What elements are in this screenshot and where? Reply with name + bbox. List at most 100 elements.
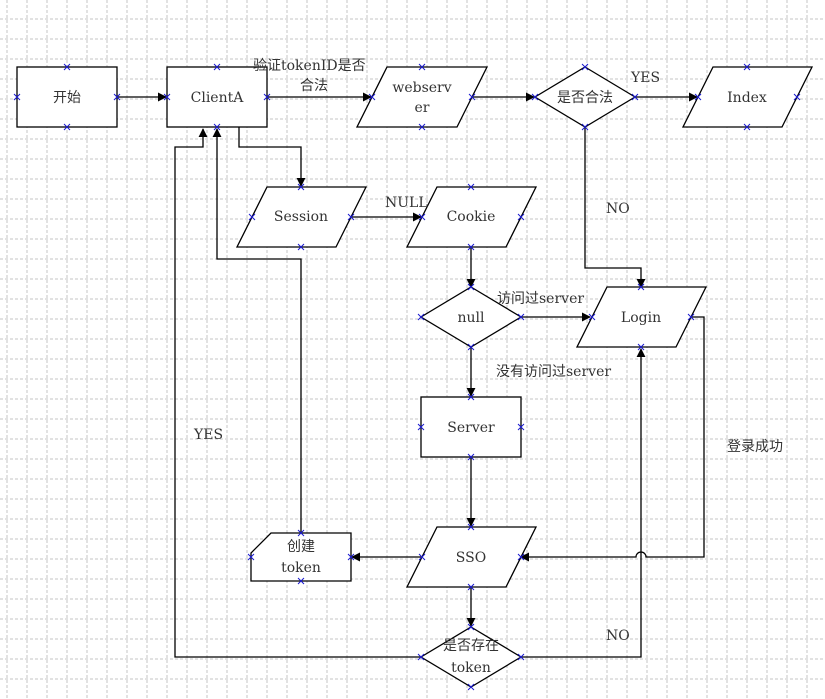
connection-port-icon <box>417 653 425 661</box>
connection-port-icon <box>467 343 475 351</box>
edge-legal-no-to-login <box>584 127 646 288</box>
edge-token-exists-no-to-login <box>521 348 646 658</box>
node-server-label: Server <box>447 420 495 436</box>
node-create-token[interactable]: 创建 token <box>250 532 352 582</box>
connection-port-icon <box>743 123 751 131</box>
connection-port-icon <box>347 213 355 221</box>
connection-port-icon <box>467 243 475 251</box>
connection-port-icon <box>63 63 71 71</box>
node-session[interactable]: Session <box>235 186 368 248</box>
connection-port-icon <box>418 63 426 71</box>
node-webserver[interactable]: webserv er <box>355 66 489 128</box>
connection-port-icon <box>517 553 525 561</box>
node-clienta-label: ClientA <box>191 90 245 106</box>
connection-port-icon <box>418 553 426 561</box>
node-token-exists-decision[interactable]: 是否存在 token <box>419 626 523 688</box>
node-token-exists-label-line2: token <box>451 660 491 676</box>
connection-port-icon <box>637 343 645 351</box>
connection-port-icon <box>113 93 121 101</box>
node-create-token-label-line1: 创建 <box>287 539 315 555</box>
connection-port-icon <box>517 423 525 431</box>
node-server[interactable]: Server <box>420 396 522 458</box>
connection-port-icon <box>743 63 751 71</box>
connection-port-icon <box>213 63 221 71</box>
connection-port-icon <box>63 123 71 131</box>
node-create-token-label-line2: token <box>281 560 321 576</box>
connection-port-icon <box>263 93 271 101</box>
connection-port-icon <box>517 653 525 661</box>
edge-label-null: NULL <box>385 195 428 211</box>
edge-label-not-visited: 没有访问过server <box>496 364 611 380</box>
node-index[interactable]: Index <box>681 66 814 128</box>
connection-port-icon <box>467 583 475 591</box>
node-legal-label: 是否合法 <box>557 90 613 106</box>
connection-port-icon <box>467 393 475 401</box>
connection-port-icon <box>687 313 695 321</box>
connection-port-icon <box>13 93 21 101</box>
connection-port-icon <box>793 93 801 101</box>
edge-login-success-to-sso <box>520 316 705 562</box>
node-null-label: null <box>458 310 486 326</box>
edge-label-yes-left: YES <box>193 427 223 443</box>
node-cookie-label: Cookie <box>447 209 496 225</box>
connection-port-icon <box>631 93 639 101</box>
edge-label-visited: 访问过server <box>497 291 584 307</box>
edges <box>117 92 705 658</box>
edge-label-no-right: NO <box>606 201 630 217</box>
connection-port-icon <box>417 423 425 431</box>
edge-clienta-to-session <box>238 127 306 187</box>
node-login-label: Login <box>621 310 661 326</box>
connection-port-icon <box>581 123 589 131</box>
node-session-label: Session <box>274 209 328 225</box>
connection-port-icon <box>467 453 475 461</box>
connection-port-icon <box>467 183 475 191</box>
node-token-exists-label-line1: 是否存在 <box>443 638 499 654</box>
edge-label-verify-line1: 验证tokenID是否 <box>253 58 366 74</box>
connection-port-icon <box>468 93 476 101</box>
edge-create-token-to-clienta <box>212 128 302 533</box>
connection-port-icon <box>297 577 305 585</box>
connection-port-icon <box>418 213 426 221</box>
connection-port-icon <box>297 529 305 537</box>
node-webserver-label-line2: er <box>415 100 430 116</box>
edge-token-exists-yes-to-clienta <box>174 128 421 658</box>
connection-ports <box>13 63 801 691</box>
connection-port-icon <box>467 523 475 531</box>
node-login[interactable]: Login <box>575 286 708 348</box>
connection-port-icon <box>368 93 376 101</box>
connection-port-icon <box>417 313 425 321</box>
edge-label-no-bottom: NO <box>606 628 630 644</box>
node-sso-label: SSO <box>456 550 486 566</box>
node-cookie[interactable]: Cookie <box>405 186 538 248</box>
node-legal-decision[interactable]: 是否合法 <box>533 66 637 128</box>
connection-port-icon <box>531 93 539 101</box>
nodes: 开始 ClientA webserv er 是否合法 Index Session… <box>16 66 814 688</box>
connection-port-icon <box>694 93 702 101</box>
edge-label-verify-line2: 合法 <box>300 78 328 94</box>
connection-port-icon <box>418 123 426 131</box>
connection-port-icon <box>467 683 475 691</box>
node-sso[interactable]: SSO <box>405 526 538 588</box>
connection-port-icon <box>517 313 525 321</box>
node-index-label: Index <box>727 90 767 106</box>
connection-port-icon <box>581 63 589 71</box>
connection-port-icon <box>347 553 355 561</box>
edge-labels: 验证tokenID是否 合法 YES NO NULL 访问过server 没有访… <box>193 58 783 644</box>
node-start[interactable]: 开始 <box>16 66 118 128</box>
connection-port-icon <box>467 623 475 631</box>
connection-port-icon <box>588 313 596 321</box>
node-webserver-label-line1: webserv <box>392 80 451 96</box>
connection-port-icon <box>247 553 255 561</box>
connection-port-icon <box>163 93 171 101</box>
connection-port-icon <box>248 213 256 221</box>
edge-label-login-success: 登录成功 <box>727 439 783 455</box>
node-start-label: 开始 <box>53 90 81 106</box>
connection-port-icon <box>297 243 305 251</box>
connection-port-icon <box>213 123 221 131</box>
connection-port-icon <box>517 213 525 221</box>
node-clienta[interactable]: ClientA <box>166 66 268 128</box>
edge-label-yes-top: YES <box>630 70 660 86</box>
connection-port-icon <box>297 183 305 191</box>
